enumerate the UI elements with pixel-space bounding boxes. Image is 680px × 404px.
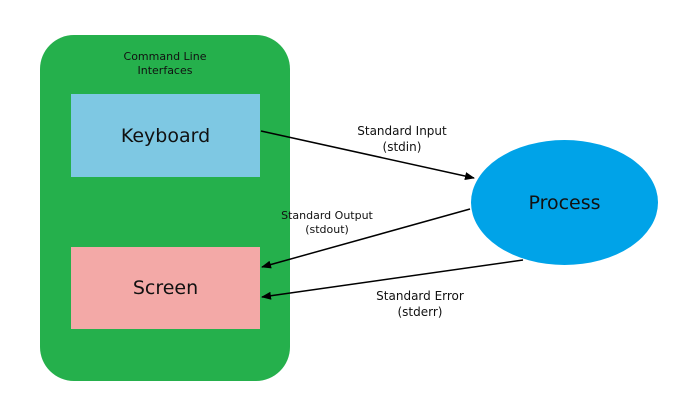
stdin-arrow bbox=[260, 130, 475, 180]
stdout-label: Standard Output (stdout) bbox=[262, 209, 392, 237]
stderr-label-line1: Standard Error bbox=[376, 289, 464, 303]
stderr-label: Standard Error (stderr) bbox=[358, 288, 482, 320]
container-title-line2: Interfaces bbox=[137, 64, 193, 77]
process-node: Process bbox=[471, 140, 658, 265]
container-title: Command Line Interfaces bbox=[40, 50, 290, 78]
container-title-line1: Command Line bbox=[123, 50, 207, 63]
stdout-arrow bbox=[261, 208, 471, 269]
keyboard-label: Keyboard bbox=[120, 124, 211, 147]
stdin-label: Standard Input (stdin) bbox=[340, 123, 464, 155]
process-label: Process bbox=[528, 191, 601, 214]
stdin-label-line1: Standard Input bbox=[357, 124, 447, 138]
stderr-arrow bbox=[261, 259, 524, 300]
stdout-label-line2: (stdout) bbox=[305, 223, 349, 236]
screen-label: Screen bbox=[132, 277, 199, 299]
keyboard-node: Keyboard bbox=[71, 94, 260, 177]
screen-node: Screen bbox=[71, 247, 260, 329]
stdin-label-line2: (stdin) bbox=[382, 140, 422, 154]
stderr-label-line2: (stderr) bbox=[397, 305, 443, 319]
stdout-label-line1: Standard Output bbox=[281, 209, 373, 222]
